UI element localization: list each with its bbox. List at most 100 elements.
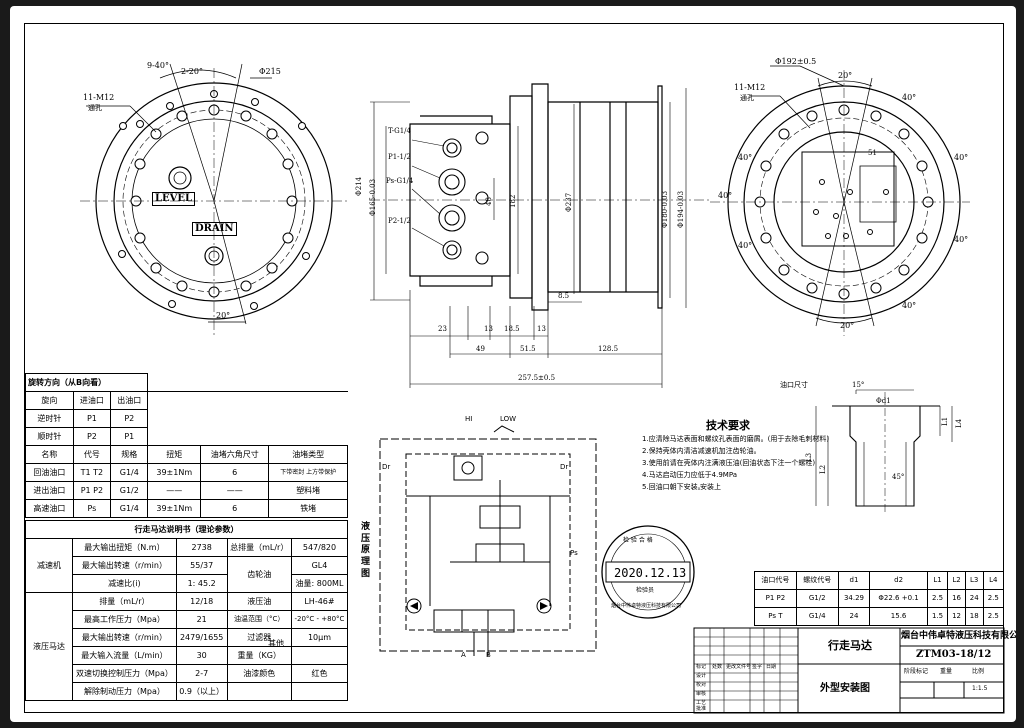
tb-product-name: 行走马达 xyxy=(828,639,872,652)
oil-port-cell: 1.5 xyxy=(926,607,949,626)
dim-rear-holes-sub: 通孔 xyxy=(740,94,754,102)
drawing-frame xyxy=(24,23,1004,713)
dim-23: 23 xyxy=(438,325,447,333)
stamp-date: 2020.12.13 xyxy=(614,566,687,580)
dim-2x20: 2-20° xyxy=(181,67,203,76)
tb-company: 烟台中伟卓特液压科技有限公司 xyxy=(901,631,1016,641)
angle-rear-40-e: 40° xyxy=(718,191,733,200)
port-ps-label: Ps-G1/4 xyxy=(386,177,414,185)
label-drain: DRAIN xyxy=(192,222,237,236)
rear-view xyxy=(10,6,1016,722)
dim-257-5: 257.5±0.5 xyxy=(518,374,556,382)
hyd-label-dr-right: Dr xyxy=(560,463,569,471)
port-cell: 铁堵 xyxy=(268,499,348,518)
hyd-label-ps: Ps xyxy=(570,549,578,557)
tb-col-4: 日期 xyxy=(766,664,777,670)
spec-cell: 齿轮油 xyxy=(226,556,292,593)
angle-rear-20-bottom: 20° xyxy=(840,321,855,330)
side-view xyxy=(10,6,1016,722)
port-cell: 高速油口 xyxy=(25,499,74,518)
spec-other-label: 其他 xyxy=(268,639,284,648)
angle-rear-40-d: 40° xyxy=(902,301,917,310)
stamp-ring-bottom: 烟台中伟卓特液压科技有限公司 xyxy=(611,603,682,609)
angle-rear-40-a: 40° xyxy=(902,93,917,102)
dim-128-5: 128.5 xyxy=(598,345,619,353)
oil-port-cell: 2.5 xyxy=(982,589,1005,608)
tb-role-0: 设计 xyxy=(696,673,707,679)
tech-req-item-1: 1.应清除马达表面和螺纹孔表面的磨屑。(用于去除毛刺材料) xyxy=(642,435,830,443)
angle-rear-40-b: 40° xyxy=(954,153,969,162)
port-cell: Ps xyxy=(72,499,112,518)
spec-cell xyxy=(290,682,349,701)
tb-stage-1: 重量 xyxy=(940,668,953,675)
tb-ratio: 1:1.5 xyxy=(972,685,988,692)
tb-col-0: 标记 xyxy=(696,664,707,670)
dim-front-bottom-angle: 20° xyxy=(216,311,231,320)
port-cell: G1/4 xyxy=(110,499,149,518)
hyd-label-hi: HI xyxy=(465,415,473,423)
spec-cell: 解除制动压力（Mpa） xyxy=(72,682,177,701)
tb-drawing-type: 外型安装图 xyxy=(820,683,870,694)
dim-13a: 13 xyxy=(484,325,493,333)
hyd-label-b: B xyxy=(486,651,491,659)
port-p1-label: P1-1/2 xyxy=(388,153,411,161)
oil-port-table: 油口代号 螺纹代号 d1 d2 L1 L2 L3 L4 P1 P2 G1/2 3… xyxy=(754,571,1005,626)
rot-cell: P1 xyxy=(72,409,112,428)
tb-role-3: 工艺 xyxy=(696,700,707,706)
stamp-ring-top: 检 验 合 格 xyxy=(623,537,653,544)
dim-rear-51: 51 xyxy=(868,149,877,157)
oil-port-cell: G1/4 xyxy=(795,607,839,626)
rotation-port-table: 旋转方向（从B向看） 旋向 进油口 出油口 逆时针 P1 P2 顺时针 P2 P… xyxy=(24,373,348,518)
oil-port-d1: Φd1 xyxy=(876,397,891,405)
dim-13b: 13 xyxy=(537,325,546,333)
oil-port-15: 15° xyxy=(852,381,865,389)
dim-49: 49 xyxy=(476,345,485,353)
oil-port-title: 油口尺寸 xyxy=(780,381,808,389)
tb-drawing-no: ZTM03-18/12 xyxy=(916,649,992,660)
spec-cell: 过滤器 xyxy=(226,628,292,647)
dim-rear-holes: 11-M12 xyxy=(734,83,766,92)
tech-req-item-2: 2.保持壳体内清洁减速机加注齿轮油。 xyxy=(642,447,761,455)
tb-role-4: 批准 xyxy=(696,706,707,712)
dim-8-5: 8.5 xyxy=(558,292,570,300)
port-cell: 39±1Nm xyxy=(147,499,202,518)
rot-cell: P2 xyxy=(72,427,112,446)
tb-col-1: 处数 xyxy=(712,664,723,670)
spec-cell xyxy=(226,682,292,701)
tech-req-item-6: 安装上 xyxy=(700,483,721,491)
tb-stage-0: 阶段标记 xyxy=(904,668,929,675)
oil-port-cell: Ps T xyxy=(754,607,797,626)
tech-req-item-3: 3.使用前请在壳体内注满液压油(回油状态下注一个螺栓) xyxy=(642,459,816,467)
tb-col-2: 更改文件号 xyxy=(726,664,752,670)
dim-51-5: 51.5 xyxy=(520,345,536,353)
tech-req-item-4: 4.马达启动压力应低于4.9MPa xyxy=(642,471,738,479)
dim-front-holes: 11-M12 xyxy=(83,93,115,102)
port-header-2: 规格 xyxy=(110,445,149,464)
angle-rear-top: 20° xyxy=(838,71,853,80)
dim-front-holes-sub: 通孔 xyxy=(88,104,102,112)
oil-port-45: 45° xyxy=(892,473,905,481)
tech-req-title: 技术要求 xyxy=(706,419,750,432)
stamp-sub: 检验员 xyxy=(636,587,655,594)
tb-role-2: 审核 xyxy=(696,691,707,697)
oil-port-header: L1 xyxy=(926,571,949,590)
oil-port-detail xyxy=(10,6,1016,722)
hydraulic-schematic xyxy=(10,6,1016,722)
dim-phi215: Φ215 xyxy=(259,67,281,76)
oil-port-cell: 24 xyxy=(837,607,871,626)
oil-port-cell: 15.6 xyxy=(869,607,928,626)
tb-role-1: 校对 xyxy=(696,682,707,688)
dim-18-5: 18.5 xyxy=(504,325,520,333)
drawing-sheet: 9-40° 2-20° Φ215 11-M12 通孔 20° LEVEL DRA… xyxy=(10,6,1016,722)
hyd-title: 液压原理图 xyxy=(361,522,371,579)
angle-rear-40-g: 40° xyxy=(738,153,753,162)
oil-port-cell: 2.5 xyxy=(982,607,1005,626)
dim-9x40: 9-40° xyxy=(147,61,169,70)
hyd-label-a: A xyxy=(461,651,466,659)
port-t-label: T-G1/4 xyxy=(388,127,411,135)
inspection-stamp xyxy=(10,6,1016,722)
label-level: LEVEL xyxy=(152,192,196,206)
spec-cell: 1: 45.2 xyxy=(175,574,228,593)
angle-rear-40-f: 40° xyxy=(738,241,753,250)
spec-table: 行走马达说明书（理论参数） 减速机 最大输出扭矩（N.m） 2738 总排量（m… xyxy=(25,520,349,701)
